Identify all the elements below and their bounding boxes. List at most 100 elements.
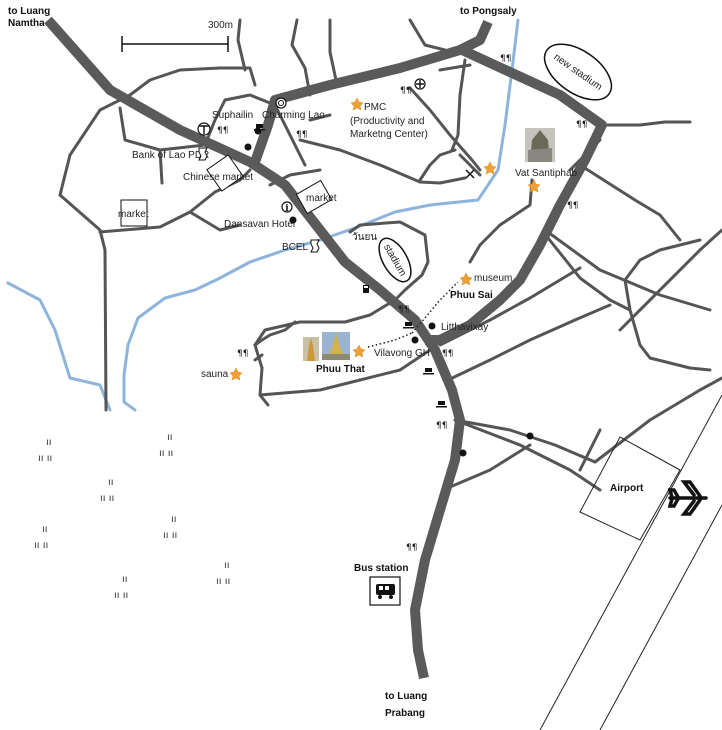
coffee-cup-icon (254, 124, 265, 131)
restaurant-markers: ¶¶ ¶¶ ¶¶ ¶¶ ¶¶ ¶¶ ¶¶ ¶¶ ¶¶ ¶¶ ¶¶ (217, 54, 587, 553)
svg-text:ıı: ıı (42, 524, 48, 535)
svg-text:ıı ıı: ıı ıı (34, 540, 48, 551)
bus-icon (376, 584, 395, 599)
cafe-markers (254, 124, 447, 408)
secondary-roads (58, 18, 722, 492)
fork-knife-icon: ¶¶ (442, 349, 453, 359)
direction-luang-prabang-line2: Prabang (385, 708, 425, 719)
star-icon (483, 161, 497, 175)
market-west: market (118, 199, 149, 227)
svg-text:ıı ıı: ıı ıı (163, 530, 177, 541)
coffee-cup-icon (436, 401, 447, 408)
fork-knife-icon: ¶¶ (500, 54, 511, 64)
bus-station-label: Bus station (354, 563, 408, 574)
fuel-icon (363, 285, 369, 293)
svg-text:ıı ıı: ıı ıı (114, 590, 128, 601)
charming-lao-label: Charming Lao (262, 110, 325, 121)
market-center-label: market (306, 193, 337, 204)
market-west-label: market (118, 209, 149, 220)
star-icon (352, 344, 366, 358)
svg-text:ıı: ıı (224, 560, 230, 571)
svg-text:ıı: ıı (167, 432, 173, 443)
vat-santiphab-label: Vat Santiphab (515, 168, 578, 179)
footpaths (367, 281, 459, 348)
suphailin-label: Suphailin (212, 110, 253, 121)
new-stadium: new stadium (543, 43, 613, 101)
pmc-subtitle-line1: (Productivity and (350, 116, 424, 127)
direction-luang-prabang-line1: to Luang (385, 691, 427, 702)
pmc-label: PMC (364, 102, 386, 113)
attraction-stars (229, 97, 541, 381)
museum-label: museum (474, 273, 512, 284)
litthavixay-label: Litthavixay (441, 322, 488, 333)
chinese-market: Chinese market (183, 154, 253, 192)
star-icon (350, 97, 364, 111)
star-icon (459, 272, 473, 286)
svg-text:ıı: ıı (122, 574, 128, 585)
bus-station: Bus station (354, 563, 408, 606)
svg-text:ıı ıı: ıı ıı (100, 493, 114, 504)
direction-luang-namtha-line1: to Luang (8, 6, 50, 17)
fork-knife-icon: ¶¶ (406, 543, 417, 553)
vilavong-label: Vilavong GH (374, 348, 430, 359)
svg-text:ıı: ıı (108, 477, 114, 488)
fork-knife-icon: ¶¶ (237, 349, 248, 359)
river-east (122, 18, 520, 412)
coffee-cup-icon (403, 322, 414, 329)
sauna-label: sauna (201, 369, 229, 380)
stadium: stadium (378, 237, 412, 283)
bcel-bank-icon (310, 239, 320, 253)
main-roads (44, 16, 607, 680)
fork-knife-icon: ¶¶ (436, 421, 447, 431)
dansavan-label: Dansavan Hotel (224, 219, 295, 230)
fork-knife-icon: ¶¶ (217, 126, 228, 136)
airport-label: Airport (610, 483, 644, 494)
svg-text:ıı: ıı (46, 437, 52, 448)
chinese-market-label: Chinese market (183, 172, 253, 183)
coffee-cup-icon (423, 368, 434, 375)
main-road-east (425, 45, 607, 345)
star-icon (527, 179, 541, 193)
main-road-north (250, 19, 493, 164)
pmc-subtitle-line2: Marketng Center) (350, 129, 428, 140)
svg-text:i: i (285, 204, 289, 214)
vat-santiphab-photo (525, 128, 555, 162)
river-west (6, 281, 112, 412)
svg-text:ıı ıı: ıı ıı (216, 576, 230, 587)
phuu-that-photo-1 (303, 337, 319, 361)
scale-bar: 300m (121, 20, 233, 52)
thai-label: วันยน (352, 232, 377, 243)
direction-luang-namtha-line2: Namtha (8, 18, 45, 29)
phuu-that-label: Phuu That (316, 364, 366, 375)
hospital-icon (414, 78, 426, 90)
svg-text:ıı ıı: ıı ıı (38, 453, 52, 464)
direction-pongsaly: to Pongsaly (460, 6, 517, 17)
airport-area: Airport (539, 394, 722, 730)
rivers (6, 18, 520, 412)
fork-knife-icon: ¶¶ (400, 86, 411, 96)
market-center: market (295, 179, 337, 215)
airport-building (579, 436, 681, 541)
bcel-label: BCEL (282, 242, 309, 253)
star-icon (229, 367, 243, 381)
info-icon: i (281, 201, 293, 214)
svg-text:ıı ıı: ıı ıı (159, 448, 173, 459)
post-office-icon (197, 122, 211, 136)
grass-markers: ıı ıı ıı ıı ıı ıı ıı ıı ıı ıı ıı ıı ıı ıı ıı … (34, 432, 230, 601)
bank-label: Bank of Lao PDR (132, 150, 209, 161)
crossed-tools-icon (465, 169, 475, 179)
fork-knife-icon: ¶¶ (576, 120, 587, 130)
charming-lao-icon (275, 97, 287, 109)
fork-knife-icon: ¶¶ (398, 305, 409, 315)
fork-knife-icon: ¶¶ (567, 201, 578, 211)
phuu-that-photo-2 (322, 332, 350, 360)
bank-icon (198, 147, 208, 161)
svg-text:ıı: ıı (171, 514, 177, 525)
guesthouse-markers (244, 127, 534, 457)
airplane-icon (667, 480, 708, 516)
fork-knife-icon: ¶¶ (296, 130, 307, 140)
phuu-sai-label: Phuu Sai (450, 290, 493, 301)
scale-label: 300m (208, 20, 233, 31)
